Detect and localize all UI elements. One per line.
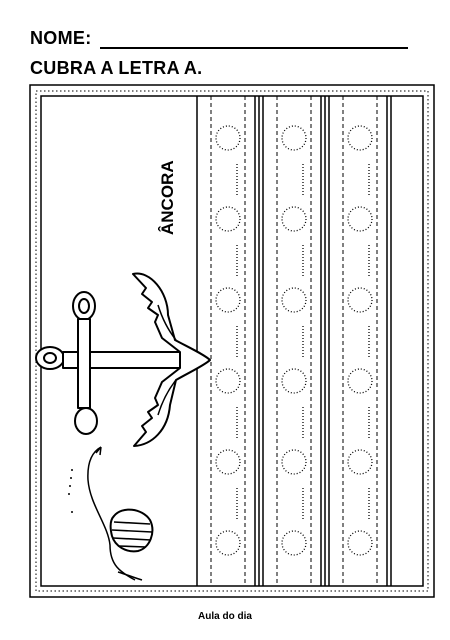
trace-letter-a-circle[interactable]	[347, 206, 373, 232]
tracing-columns	[196, 96, 392, 586]
ball-icon	[109, 508, 154, 553]
trace-letter-a-circle[interactable]	[281, 530, 307, 556]
footer-credit: Aula do dia	[198, 611, 252, 622]
trace-letter-a-circle[interactable]	[215, 287, 241, 313]
trace-letter-a-circle[interactable]	[347, 368, 373, 394]
sparkle-dots	[68, 469, 73, 513]
instruction-text: CUBRA A LETRA A.	[30, 58, 203, 78]
trace-letter-a-circle[interactable]	[347, 125, 373, 151]
rope-decoration	[87, 446, 143, 581]
trace-letter-a-circle[interactable]	[347, 530, 373, 556]
trace-letter-a-circle[interactable]	[215, 449, 241, 475]
trace-letter-a-circle[interactable]	[281, 206, 307, 232]
name-field-row: NOME:	[30, 28, 408, 49]
trace-letter-a-circle[interactable]	[215, 368, 241, 394]
name-blank-line[interactable]	[99, 29, 408, 49]
trace-letter-a-circle[interactable]	[347, 287, 373, 313]
anchor-icon	[35, 272, 211, 447]
trace-letter-a-circle[interactable]	[281, 125, 307, 151]
trace-letter-a-circle[interactable]	[281, 449, 307, 475]
trace-letter-a-circle[interactable]	[215, 530, 241, 556]
trace-letter-a-circle[interactable]	[281, 287, 307, 313]
trace-letter-a-circle[interactable]	[215, 206, 241, 232]
trace-letter-a-circle[interactable]	[215, 125, 241, 151]
inner-frame	[40, 95, 424, 587]
outer-frame	[29, 84, 435, 598]
trace-letter-a-circle[interactable]	[281, 368, 307, 394]
name-label: NOME:	[30, 28, 92, 48]
inner-dotted-frame	[35, 90, 429, 592]
trace-letter-a-circle[interactable]	[347, 449, 373, 475]
word-label: ÂNCORA	[158, 160, 177, 235]
